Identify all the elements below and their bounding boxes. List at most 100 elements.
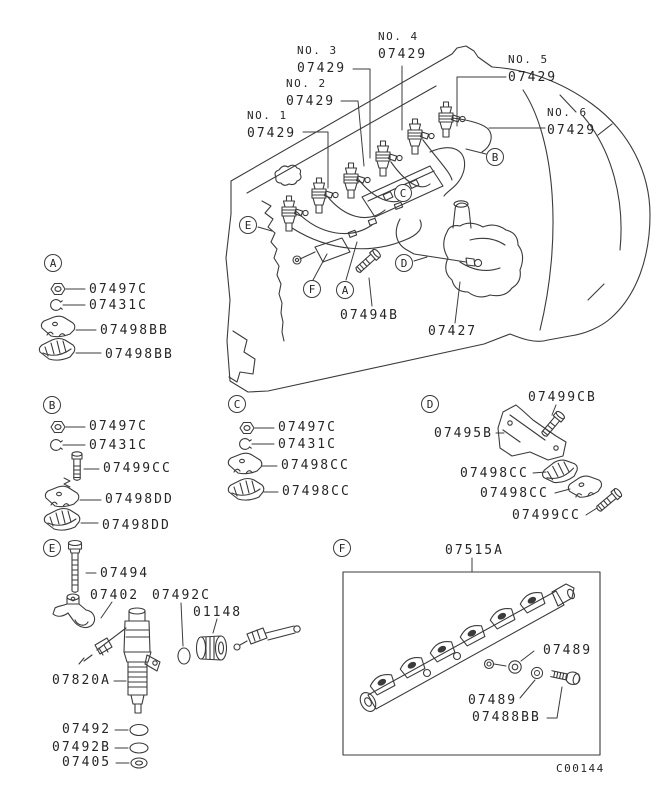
part-number-label: 07427	[428, 324, 478, 339]
section-a-header: A	[44, 254, 62, 272]
callout-c: C	[394, 184, 412, 202]
leader-lines	[257, 65, 546, 324]
part-number-label: 07429	[297, 61, 347, 76]
part-number-label: 07498CC	[281, 458, 350, 473]
part-number-label: 07492C	[152, 588, 211, 603]
bolt-icon	[353, 247, 383, 276]
injector-icon	[311, 177, 339, 214]
pipe-clamp-ribbed-icon	[43, 507, 81, 531]
part-number-label: 07489	[468, 693, 518, 708]
pipe-clamp-icon	[227, 452, 263, 475]
injection-pump-art	[443, 200, 524, 298]
part-number-label: 07429	[508, 70, 558, 85]
section-b-icons	[43, 420, 102, 531]
nut-icon	[50, 282, 66, 296]
part-number-label: 07429	[286, 94, 336, 109]
washer-icon	[130, 757, 148, 769]
o-ring-icon	[177, 647, 191, 665]
part-number-label: 07429	[378, 47, 428, 62]
section-a-icons	[38, 282, 102, 361]
gasket-icon	[129, 723, 149, 737]
part-number-label: 07820A	[52, 673, 111, 688]
part-number-label: 07402	[90, 588, 140, 603]
bolt-icon	[71, 451, 83, 481]
callout-d: D	[395, 254, 413, 272]
injector-icon	[281, 195, 309, 232]
part-number-label: 07498DD	[102, 518, 171, 533]
gasket-icon	[129, 742, 149, 754]
snap-ring-icon	[50, 439, 63, 451]
injector-label-no4: NO. 4 07429	[378, 30, 427, 63]
pipe-clamp-icon	[40, 315, 76, 338]
part-number-label: 07497C	[89, 282, 148, 297]
part-number-label: 07498CC	[460, 466, 529, 481]
part-number-label: 07488BB	[472, 710, 541, 725]
section-e-icons	[52, 539, 301, 769]
callout-b: B	[486, 148, 504, 166]
section-f-header: F	[333, 539, 351, 557]
callout-a: A	[336, 281, 354, 299]
part-number-label: 07499CC	[512, 508, 581, 523]
injection-pipes-art	[291, 117, 492, 250]
section-d-icons	[495, 404, 624, 516]
part-number-label: 07429	[547, 123, 597, 138]
part-number-label: 07497C	[89, 419, 148, 434]
section-e-header: E	[43, 539, 61, 557]
part-number-label: 07495B	[434, 426, 493, 441]
fuel-rail-bracket-art	[292, 165, 444, 265]
fork-icon	[52, 593, 96, 629]
bracket-icon	[497, 404, 567, 461]
cylinder-position: NO. 6	[547, 106, 588, 119]
part-number-label: 07498BB	[100, 323, 169, 338]
washer-icon	[508, 660, 522, 674]
cylinder-position: NO. 2	[286, 77, 327, 90]
nut-icon	[50, 420, 66, 434]
part-number-label: 07431C	[89, 298, 148, 313]
part-number-label: 07499CB	[528, 390, 597, 405]
plunger-icon	[233, 625, 301, 651]
part-number-label: 07498BB	[105, 347, 174, 362]
bolt-icon	[67, 539, 83, 593]
washer-icon	[530, 666, 544, 680]
section-d-header: D	[421, 395, 439, 413]
cylinder-position: NO. 4	[378, 30, 419, 43]
part-number-label: 07431C	[89, 438, 148, 453]
part-number-label: 07489	[543, 643, 593, 658]
callout-e: E	[239, 216, 257, 234]
section-b-header: B	[43, 396, 61, 414]
callout-f: F	[303, 280, 321, 298]
injector-label-no3: NO. 3 07429	[297, 44, 346, 77]
part-number-label: 07499CC	[103, 461, 172, 476]
injector-label-no5: NO. 5 07429	[508, 53, 557, 86]
leak-off-pipe-art	[395, 218, 483, 268]
nut-icon	[239, 421, 255, 435]
part-number-label: 07492B	[52, 740, 111, 755]
part-number-label: 07497C	[278, 420, 337, 435]
drawing-code: C00144	[556, 762, 605, 775]
engine-block-art	[225, 45, 651, 393]
part-number-label: 01148	[193, 605, 243, 620]
assembly-part-number-label: 07515A	[445, 543, 504, 558]
part-number-label: 07429	[247, 126, 297, 141]
injector-label-no2: NO. 2 07429	[286, 77, 335, 110]
section-c-icons	[227, 421, 279, 501]
pipe-clamp-ribbed-icon	[38, 337, 76, 361]
snap-ring-icon	[239, 438, 252, 450]
leak-off-rail-icon	[359, 583, 575, 712]
injector-label-no6: NO. 6 07429	[547, 106, 596, 139]
part-number-label: 07494	[100, 566, 150, 581]
part-number-label: 07498DD	[105, 492, 174, 507]
sleeve-icon	[195, 635, 228, 661]
eye-bolt-icon	[549, 667, 582, 687]
part-number-label: 07492	[62, 722, 112, 737]
injector-label-no1: NO. 1 07429	[247, 109, 296, 142]
cylinder-position: NO. 5	[508, 53, 549, 66]
part-number-label: 07431C	[278, 437, 337, 452]
injector-icon	[343, 162, 371, 199]
pipe-clamp-ribbed-icon	[227, 477, 265, 501]
part-number-label: 07405	[62, 755, 112, 770]
injector-icon	[78, 607, 161, 714]
pipe-clamp-icon	[44, 485, 80, 508]
